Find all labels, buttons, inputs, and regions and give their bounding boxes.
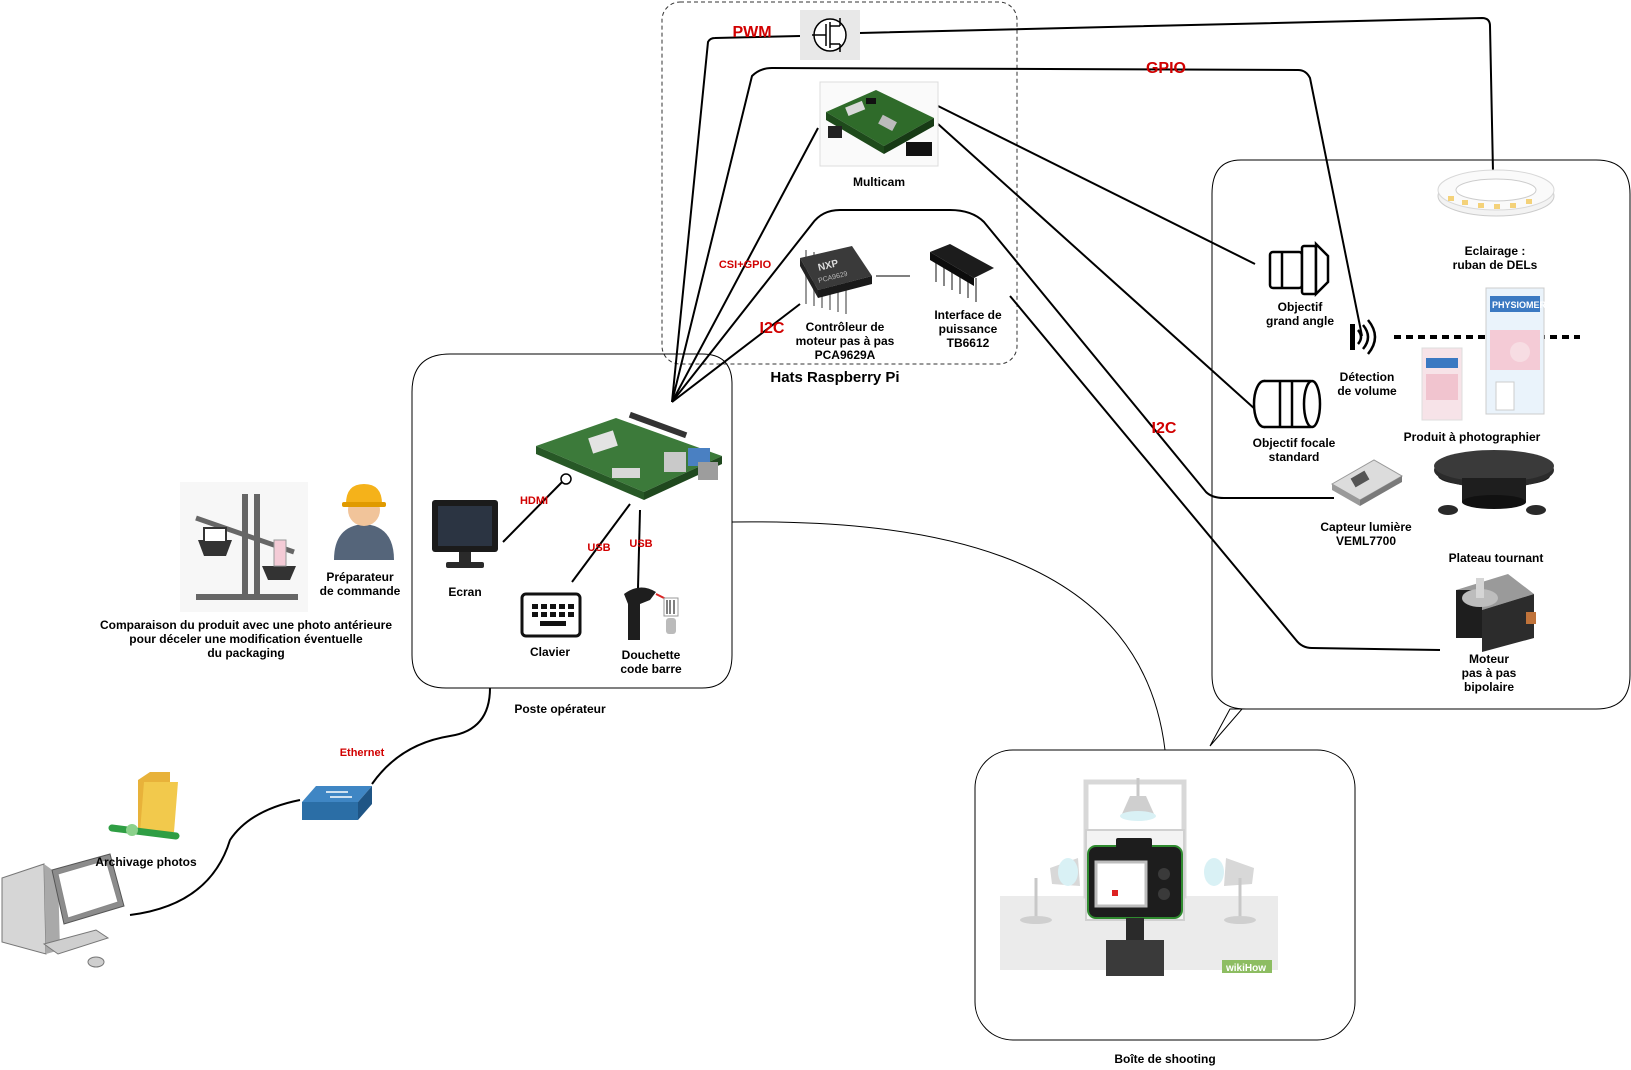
preparer-label: Préparateur de commande	[319, 570, 401, 598]
gpio-label: GPIO	[1145, 60, 1186, 77]
archive-label: Archivage photos	[95, 855, 197, 869]
light-sensor-label: Capteur lumière VEML7700	[1320, 520, 1412, 548]
desktop-computer-icon	[1, 853, 125, 968]
hdmi-port-dot	[560, 473, 572, 485]
standard-lens-label: Objectif focale standard	[1252, 436, 1336, 464]
screen-icon	[432, 500, 498, 568]
i2c-right-label: I2C	[1151, 420, 1177, 437]
hats-group-box	[661, 1, 1018, 365]
pwm-label: PWM	[732, 24, 772, 41]
comparison-label: Comparaison du produit avec une photo an…	[99, 618, 393, 660]
shooting-box-label: Boîte de shooting	[1114, 1052, 1216, 1066]
i2c-controller-line	[671, 303, 801, 403]
pwm-led-line	[859, 16, 1494, 173]
raspberry-pi-icon	[536, 411, 722, 500]
scanner-label: Douchette code barre	[620, 648, 682, 676]
tb6612-motor-line	[1009, 295, 1441, 651]
ethernet-line-lower	[129, 799, 301, 916]
lighting-label: Eclairage : ruban de DELs	[1452, 244, 1538, 272]
led-strip-icon	[1437, 169, 1555, 217]
csi-gpio-label: CSI+GPIO	[718, 259, 772, 271]
volume-sensor-icon	[1350, 319, 1377, 355]
shooting-curve	[731, 521, 1166, 751]
stepper-motor-label: Moteur pas à pas bipolaire	[1461, 652, 1517, 694]
network-switch-icon	[302, 786, 372, 820]
multicam-label: Multicam	[852, 175, 905, 189]
multicam-board-icon	[819, 81, 939, 167]
turntable-icon	[1434, 450, 1554, 515]
motor-controller-label: Contrôleur de moteur pas à pas PCA9629A	[795, 320, 895, 362]
usb-keyboard-line	[571, 503, 631, 583]
worker-icon	[334, 484, 394, 560]
connection-lines	[129, 16, 1494, 916]
mosfet-icon	[800, 10, 860, 60]
usb-scanner-label: USB	[629, 538, 653, 550]
wide-angle-label: Objectif grand angle	[1265, 300, 1334, 328]
power-interface-label: Interface de puissance TB6612	[934, 308, 1002, 350]
gpio-line	[671, 66, 1363, 403]
wide-angle-lens-icon	[1268, 240, 1330, 298]
tb6612-chip-icon	[930, 244, 994, 302]
i2c-arch-line	[671, 209, 1334, 499]
archive-folder-icon	[108, 772, 180, 840]
screen-label: Ecran	[448, 585, 482, 599]
product-label: Produit à photographier	[1403, 430, 1541, 444]
chip-brand-text: NXP	[817, 258, 840, 274]
barcode-scanner-icon	[624, 587, 679, 640]
operator-station-label: Poste opérateur	[514, 702, 606, 716]
multicam-standard-line	[937, 123, 1257, 411]
operator-station-box	[411, 353, 733, 689]
i2c-left-label: I2C	[759, 320, 785, 337]
product-box-icon: PHYSIOMER	[1421, 287, 1547, 421]
usb-keyboard-label: USB	[587, 542, 611, 554]
product-brand-text: PHYSIOMER	[1492, 300, 1547, 310]
csi-line	[671, 127, 819, 403]
turntable-label: Plateau tournant	[1448, 551, 1544, 565]
ethernet-label: Ethernet	[339, 747, 385, 759]
standard-lens-icon	[1252, 379, 1322, 429]
keyboard-icon	[520, 592, 582, 638]
ethernet-line-upper	[371, 687, 491, 785]
hdmi-label: HDMI	[519, 495, 549, 507]
stepper-motor-icon	[1456, 574, 1536, 652]
hats-title: Hats Raspberry Pi	[770, 369, 900, 386]
watermark-text: wikiHow	[1225, 963, 1266, 974]
hdmi-line	[502, 477, 567, 543]
multicam-wide-line	[937, 105, 1256, 265]
usb-scanner-line	[637, 509, 641, 589]
light-sensor-icon	[1330, 459, 1404, 506]
pwm-line	[671, 35, 801, 403]
balance-scale-icon	[180, 482, 308, 612]
keyboard-label: Clavier	[529, 645, 571, 659]
shooting-box-illustration: wikiHow	[1000, 778, 1278, 976]
nxp-chip-icon: NXP PCA9629	[800, 246, 872, 314]
volume-detection-label: Détection de volume	[1337, 370, 1397, 398]
